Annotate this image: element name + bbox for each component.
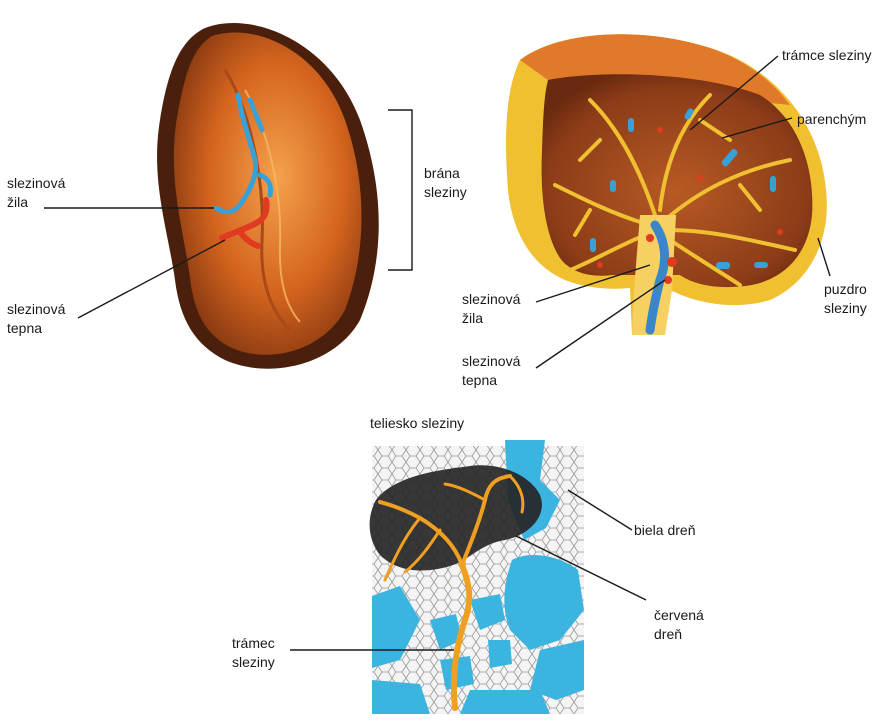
splenic-vein-exterior	[213, 92, 273, 215]
label-hilum: brána sleziny	[424, 165, 467, 200]
parenchyma-vessels	[590, 108, 776, 269]
leader-artery-section	[535, 279, 666, 369]
splenic-corpuscle-illustration	[369, 440, 584, 714]
corpuscle-title: teliesko sleziny	[370, 415, 465, 431]
parenchyma-area	[541, 74, 813, 288]
label-splenic-vein-section: slezinová žila	[462, 291, 521, 326]
leader-lines-section	[535, 55, 831, 369]
leader-white-pulp	[567, 489, 633, 531]
white-pulp-mass	[369, 465, 542, 571]
leader-lines-corpuscle	[290, 489, 647, 651]
splenic-artery-exterior	[219, 197, 270, 249]
label-white-pulp: biela dreň	[634, 522, 696, 538]
leader-trabeculae	[689, 55, 779, 131]
label-splenic-vein-exterior: slezinová žila	[7, 175, 66, 210]
label-capsule: puzdro sleziny	[824, 281, 867, 316]
label-splenic-artery-exterior: slezinová tepna	[7, 301, 66, 336]
spleen-exterior-illustration	[157, 22, 379, 369]
leader-lines-exterior	[44, 109, 413, 319]
leader-parenchyma	[721, 117, 793, 139]
label-trabecula: trámec sleziny	[232, 635, 275, 670]
spleen-exterior-surface	[173, 32, 362, 355]
label-splenic-artery-section: slezinová tepna	[462, 353, 521, 388]
splenic-artery-section	[646, 234, 677, 284]
label-parenchyma: parenchým	[797, 111, 867, 127]
leader-artery-exterior	[77, 239, 226, 319]
label-trabeculae: trámce sleziny	[782, 47, 872, 63]
leader-capsule	[817, 237, 831, 277]
spleen-section-illustration	[505, 34, 827, 336]
parenchyma-arteries	[597, 127, 783, 268]
label-red-pulp: červená dreň	[654, 607, 704, 642]
trabeculae-network	[553, 93, 797, 287]
trabecula-branches	[378, 474, 525, 711]
splenic-vein-section	[645, 220, 670, 335]
hilum-bracket	[388, 109, 413, 271]
leader-vein-section	[535, 264, 651, 303]
leader-red-pulp	[515, 535, 647, 601]
